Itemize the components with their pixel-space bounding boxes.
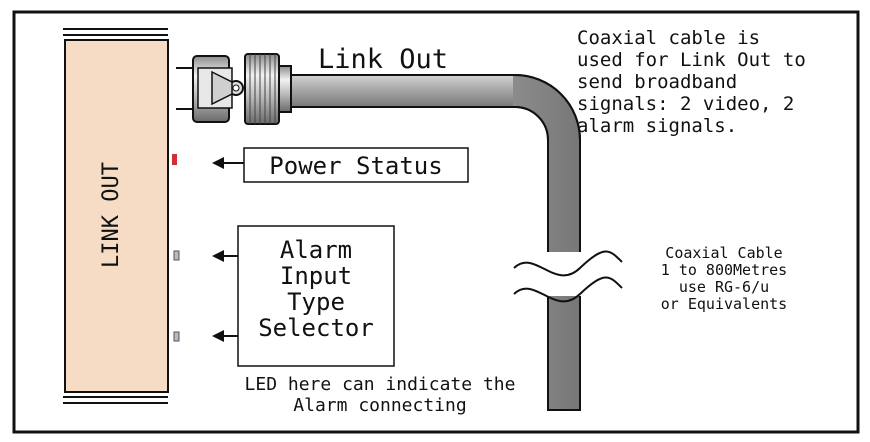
svg-text:1 to 800Metres: 1 to 800Metres (661, 261, 787, 279)
power-led (172, 154, 177, 165)
power-status-label: Power Status (269, 152, 442, 180)
svg-text:used for Link Out to: used for Link Out to (577, 49, 806, 71)
power-status-callout: Power Status (212, 147, 469, 183)
alarm-led (173, 331, 180, 342)
bnc-connector (192, 53, 292, 125)
cable-length-note: Coaxial Cable 1 to 800Metres use RG-6/u … (661, 244, 787, 313)
led-note: LED here can indicate the Alarm connecti… (245, 374, 516, 416)
svg-text:alarm signals.: alarm signals. (577, 115, 737, 137)
svg-text:send broadband: send broadband (577, 71, 737, 93)
selector-line: Type (287, 288, 345, 316)
device-panel: LINK OUT (63, 28, 169, 404)
selector-line: Input (280, 262, 352, 290)
arrow-left-icon (212, 157, 224, 169)
svg-text:LED here can indicate the: LED here can indicate the (245, 374, 516, 395)
svg-text:Coaxial cable is: Coaxial cable is (577, 27, 760, 49)
selector-line: Alarm (280, 236, 352, 264)
link-out-title: Link Out (318, 44, 448, 75)
cable-description: Coaxial cable is used for Link Out to se… (577, 27, 806, 137)
arrow-left-icon (212, 250, 224, 262)
coaxial-cable (287, 74, 623, 411)
alarm-led (173, 250, 180, 261)
svg-text:Coaxial Cable: Coaxial Cable (665, 244, 782, 262)
arrow-left-icon (212, 330, 224, 342)
alarm-selector-callout: Alarm Input Type Selector (212, 225, 395, 367)
device-label: LINK OUT (99, 162, 124, 268)
selector-line: Selector (258, 314, 374, 342)
svg-text:signals: 2 video, 2: signals: 2 video, 2 (577, 93, 794, 115)
svg-text:Alarm connecting: Alarm connecting (293, 395, 466, 416)
svg-text:or Equivalents: or Equivalents (661, 295, 787, 313)
svg-text:use RG-6/u: use RG-6/u (679, 278, 769, 296)
